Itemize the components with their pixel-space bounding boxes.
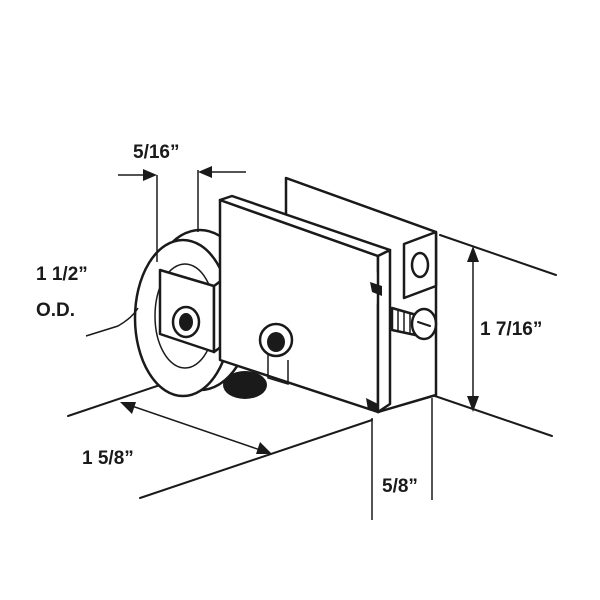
arrow-down-icon — [467, 396, 479, 412]
wheel-bottom-shadow — [223, 371, 267, 399]
dim-label-od: O.D. — [36, 300, 75, 321]
rail-lines — [67, 234, 557, 499]
arrow-right-icon — [143, 169, 157, 181]
od-leader-line — [85, 307, 139, 337]
dim-height: 1 7/16” — [467, 246, 542, 412]
front-plate-upper-notch — [370, 282, 382, 296]
dim-width-top: 5/16” — [118, 142, 246, 262]
screw-slot — [417, 321, 431, 327]
dim-label-5-16: 5/16” — [133, 142, 179, 163]
axle-bolt-inner — [179, 313, 193, 331]
arrow-up-icon — [467, 246, 479, 262]
dim-length-line — [125, 403, 267, 453]
arrow-down-right-icon — [256, 442, 272, 454]
back-plate-ear-hole — [410, 251, 430, 279]
rail-line-front-bottom — [139, 419, 373, 499]
adjustment-screw — [390, 306, 438, 341]
rail-line-front-top — [67, 384, 161, 417]
arrow-left-icon — [198, 166, 212, 178]
keyhole-inner — [267, 332, 285, 352]
dim-label-1-7-16: 1 7/16” — [480, 319, 542, 340]
dim-label-1-1-2: 1 1/2” — [36, 264, 88, 285]
dim-wheel-od: 1 1/2” O.D. — [36, 264, 139, 337]
dim-depth: 5/8” — [371, 398, 433, 520]
back-plate-top-edge — [285, 177, 437, 233]
dim-length: 1 5/8” — [82, 402, 272, 469]
dim-label-1-5-8: 1 5/8” — [82, 448, 134, 469]
dim-label-5-8: 5/8” — [382, 476, 418, 497]
keyhole-channel — [267, 354, 289, 386]
front-plate — [218, 194, 392, 414]
arrow-up-left-icon — [120, 402, 136, 414]
rail-line-right-top — [439, 234, 557, 276]
rail-line-right-bottom — [431, 394, 553, 437]
front-plate-lower-notch — [366, 398, 378, 412]
front-plate-side-edge — [376, 248, 392, 414]
